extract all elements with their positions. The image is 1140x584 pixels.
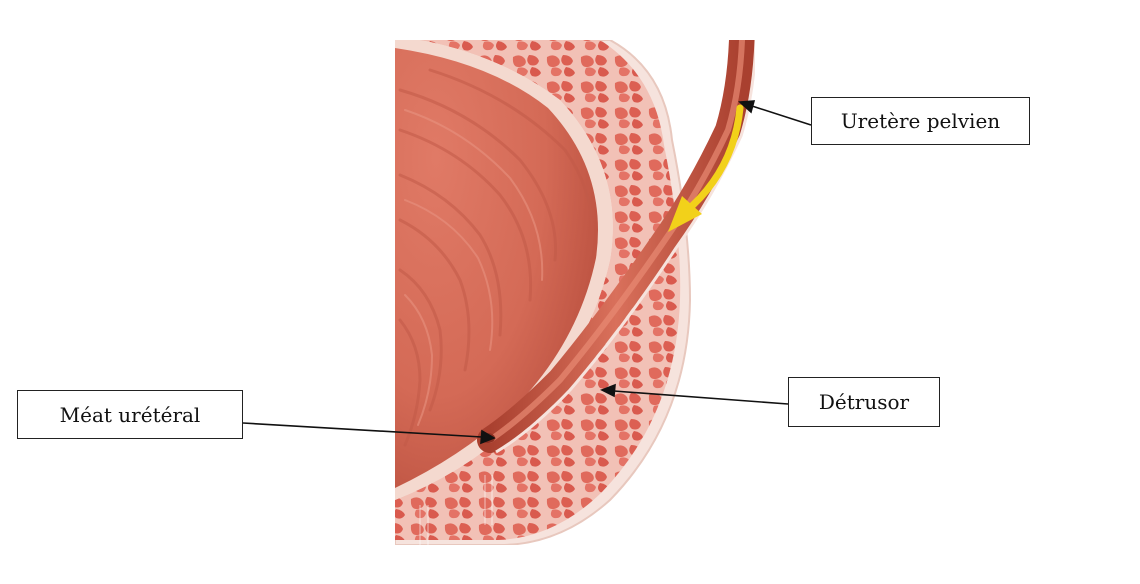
lower-wall-texture [419, 475, 493, 545]
label-detrusor-text: Détrusor [818, 390, 910, 414]
label-uretere-pelvien: Uretère pelvien [811, 97, 1030, 145]
mucosal-highlights [404, 109, 544, 426]
urine-flow-arrow-icon [686, 104, 744, 212]
ureter-highlight [487, 40, 745, 443]
urine-flow-arrowhead-icon [668, 196, 702, 232]
bladder-lumen [395, 48, 598, 488]
arrowhead-detrusor-icon [600, 383, 616, 398]
label-detrusor: Détrusor [788, 377, 940, 427]
label-uretere-pelvien-text: Uretère pelvien [840, 109, 1001, 133]
arrowhead-meat-icon [480, 429, 496, 445]
detrusor-muscle-layer [395, 40, 681, 540]
leader-lines [242, 100, 812, 445]
leader-meat [242, 422, 483, 438]
mucosal-folds [398, 68, 594, 447]
leader-uretere [751, 105, 812, 126]
anatomy-illustration [395, 40, 755, 545]
label-meat-ureteral-text: Méat urétéral [59, 402, 201, 427]
arrowhead-uretere-icon [738, 100, 756, 114]
leader-detrusor [613, 390, 789, 405]
label-meat-ureteral: Méat urétéral [17, 390, 243, 439]
ureter-outline [495, 40, 755, 454]
